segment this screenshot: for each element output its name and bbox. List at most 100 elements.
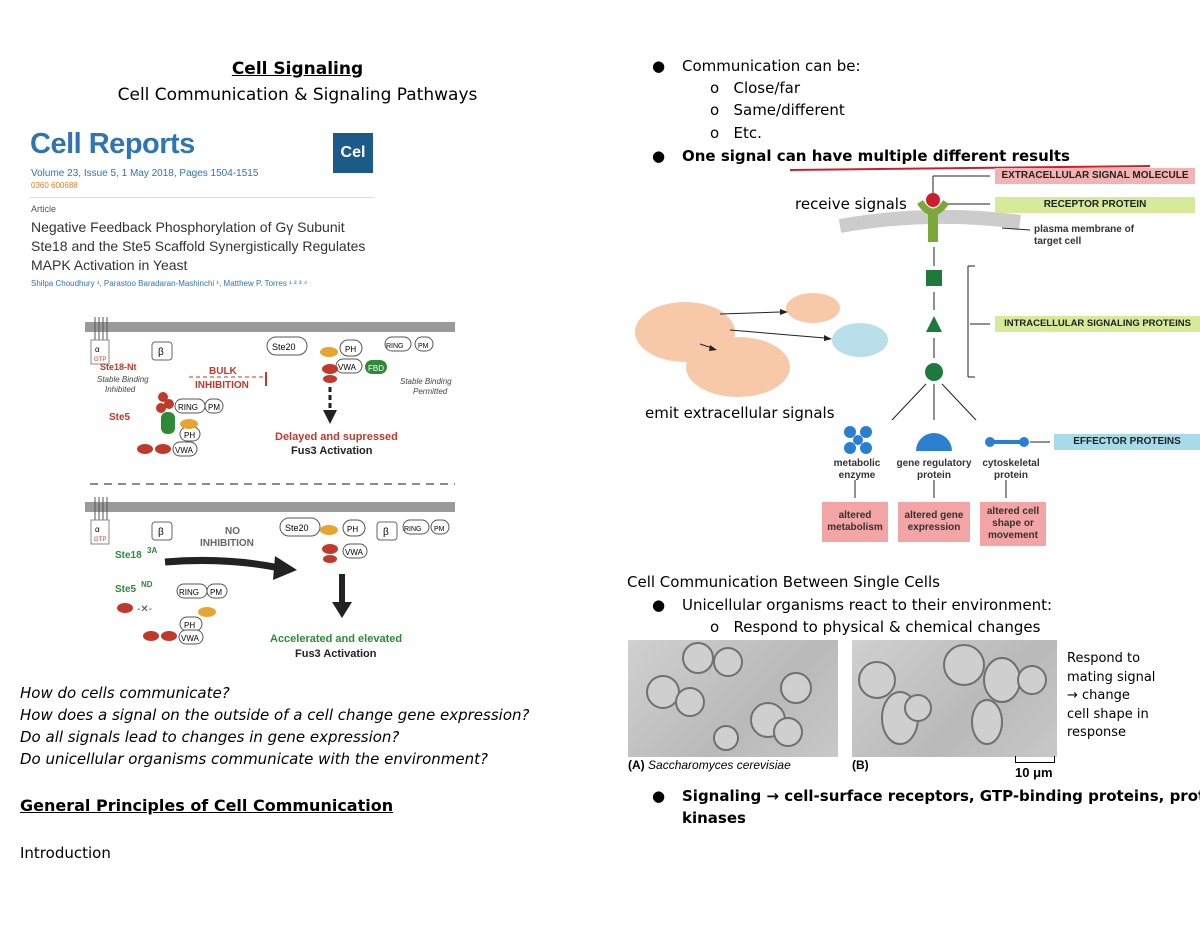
effector-gene-label: gene regulatory protein	[886, 458, 982, 482]
side-note-line-3: → change	[1067, 688, 1130, 703]
paper-authors: Shilpa Choudhury ¹, Parastoo Baradaran-M…	[31, 279, 308, 288]
side-note-line-1: Respond to	[1067, 651, 1141, 666]
bullet-communication: ● Communication can be:	[652, 55, 861, 77]
bulk-label: BULK	[209, 366, 238, 377]
journal-volume: Volume 23, Issue 5, 1 May 2018, Pages 15…	[31, 168, 259, 179]
effector-metabolic-line2: enzyme	[838, 470, 876, 481]
ph-top-right: PH	[345, 345, 356, 354]
result-bottom-1: Accelerated and elevated	[270, 633, 402, 645]
journal-doi: 0360 600688	[31, 181, 78, 190]
pm-top-left: PM	[208, 403, 220, 412]
ring-bottom-left: RING	[179, 588, 199, 597]
caption-a-species: Saccharomyces cerevisiae	[648, 758, 791, 772]
membrane-top	[85, 322, 455, 332]
result-metabolism-line1: altered	[838, 510, 872, 521]
signaling-svg	[635, 165, 1151, 498]
caption-a-letter: (A)	[628, 758, 645, 772]
stable-permitted-2: Permitted	[413, 387, 448, 396]
effector-metabolic-line1: metabolic	[833, 458, 881, 469]
micrograph-b	[852, 640, 1057, 757]
section-heading: General Principles of Cell Communication	[20, 796, 394, 815]
alpha-label-bottom: α	[95, 525, 100, 534]
gene-regulatory-shape	[916, 433, 952, 451]
result-shape-line1: altered cell	[986, 506, 1040, 517]
mechanism-figure: α GTP α GTP β β Ste18-Nt Stable Binding …	[85, 317, 455, 660]
single-cells-heading: Cell Communication Between Single Cells	[627, 573, 940, 591]
ste20-bottom: Ste20	[285, 523, 309, 533]
sub-bullet-samediff-text: Same/different	[733, 101, 845, 119]
tag-intracellular: INTRACELLULAR SIGNALING PROTEINS	[995, 316, 1200, 332]
membrane-label-2: target cell	[1034, 236, 1082, 247]
bullet-unicellular: ● Unicellular organisms react to their e…	[652, 596, 1053, 614]
scale-label: 10 μm	[1015, 765, 1053, 780]
metabolic-enzyme-shape	[844, 426, 872, 454]
page-title: Cell Signaling	[231, 59, 364, 79]
ste183a-label: Ste18	[115, 550, 142, 561]
sub-bullet-etc-text: Etc.	[733, 124, 762, 142]
ring-bottom-right: RING	[404, 526, 422, 533]
question-1: How do cells communicate?	[20, 684, 230, 702]
side-note-line-2: mating signal	[1067, 669, 1156, 685]
gtp-label-bottom: GTP	[94, 537, 106, 543]
no-inhibition-label: INHIBITION	[200, 538, 254, 549]
result-gene-expression: altered gene expression	[898, 502, 970, 542]
intro-label: Introduction	[20, 844, 111, 862]
pm-top-right: PM	[418, 343, 429, 350]
receive-signals-label: receive signals	[795, 195, 907, 213]
signaling-diagram: receive signals emit extracellular signa…	[630, 162, 1200, 547]
effector-cyto-line1: cytoskeletal	[982, 458, 1040, 469]
tag-extracellular: EXTRACELLULAR SIGNAL MOLECULE	[995, 168, 1195, 184]
vwa-bottom-right: VWA	[345, 548, 364, 557]
vwa-top-right: VWA	[338, 363, 357, 372]
bullet-dot: ●	[652, 57, 666, 75]
bullet-unicellular-text: Unicellular organisms react to their env…	[682, 596, 1053, 614]
ste183a-sub: 3A	[147, 546, 157, 555]
paper-title-line-3: MAPK Activation in Yeast	[31, 257, 188, 273]
fbd-top-right: FBD	[368, 364, 384, 373]
ste5-label: Ste5	[109, 412, 131, 423]
sub-bullet-closefar-text: Close/far	[733, 79, 801, 97]
yeast-cells-a	[646, 642, 812, 751]
bullet-one-signal-text: One signal can have multiple different r…	[682, 147, 1070, 165]
ph-bottom-right: PH	[347, 525, 358, 534]
page-subtitle: Cell Communication & Signaling Pathways	[117, 85, 478, 105]
header-divider	[30, 197, 375, 198]
sub-bullet-samediff: o Same/different	[710, 101, 845, 119]
receptor-glyph-bottom	[94, 497, 108, 521]
result-top-2: Fus3 Activation	[291, 445, 373, 457]
tag-effector: EFFECTOR PROTEINS	[1054, 434, 1200, 450]
ste5nd-label: Ste5	[115, 584, 137, 595]
sub-bullet-etc: o Etc.	[710, 124, 762, 142]
journal-name: Cell Reports	[30, 128, 195, 160]
stable-inhibited-1: Stable Binding	[97, 375, 149, 384]
result-shape-line2: shape or	[992, 518, 1034, 529]
article-type: Article	[31, 204, 57, 214]
side-note-line-5: response	[1067, 725, 1127, 740]
side-note: Respond to mating signal → change cell s…	[1067, 650, 1155, 743]
beta-bottom-right: β	[383, 527, 389, 538]
question-3: Do all signals lead to changes in gene e…	[20, 728, 400, 746]
effector-metabolic-label: metabolic enzyme	[822, 458, 892, 482]
bullet-signaling-line1: Signaling → cell-surface receptors, GTP-…	[682, 787, 1200, 805]
effector-gene-line2: protein	[917, 470, 951, 481]
micrograph-a	[628, 640, 838, 757]
bullet-signaling-line2: kinases	[682, 809, 746, 827]
paper-title-line-1: Negative Feedback Phosphorylation of Gγ …	[31, 219, 345, 235]
caption-b: (B)	[852, 758, 869, 772]
bullet-signaling: ● Signaling → cell-surface receptors, GT…	[652, 785, 1200, 807]
ph-top-left: PH	[184, 431, 195, 440]
receptor-glyph-top	[94, 317, 108, 341]
pm-bottom-right: PM	[434, 526, 445, 533]
effector-cyto-line2: protein	[994, 470, 1028, 481]
tag-receptor: RECEPTOR PROTEIN	[995, 197, 1195, 213]
bullet-one-signal: ● One signal can have multiple different…	[652, 147, 1070, 165]
gtp-label-top: GTP	[94, 357, 106, 363]
sub-bullet-respond: o Respond to physical & chemical changes	[710, 618, 1041, 636]
vwa-top-left: VWA	[175, 446, 194, 455]
result-metabolism: altered metabolism	[822, 502, 888, 542]
no-label: NO	[225, 526, 240, 537]
inhibition-label: INHIBITION	[195, 380, 249, 391]
sub-bullet-respond-text: Respond to physical & chemical changes	[733, 618, 1041, 636]
vwa-bottom-left: VWA	[181, 634, 200, 643]
ste5nd-sub: ND	[141, 580, 153, 589]
